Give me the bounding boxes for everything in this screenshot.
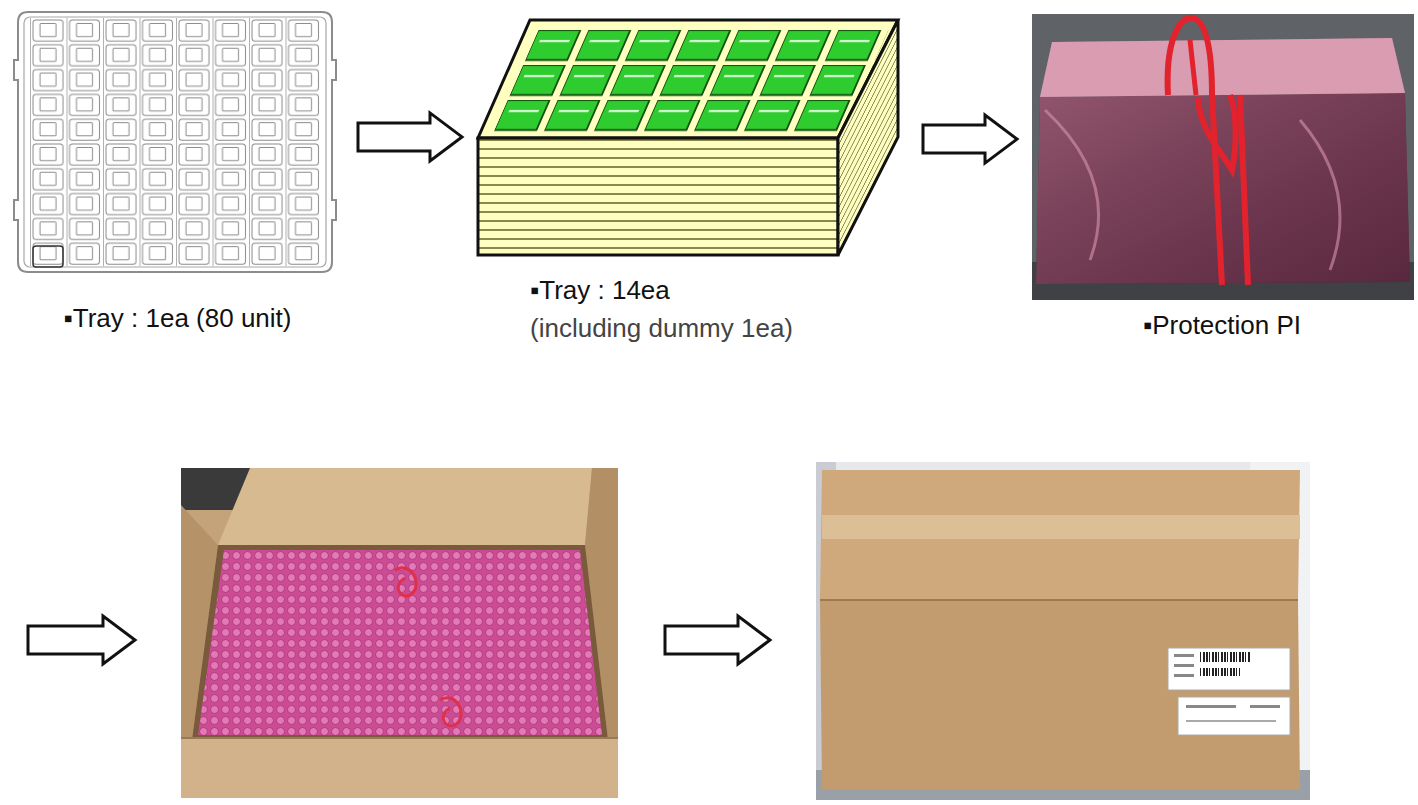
- stage-note: (including dummy 1ea): [530, 313, 905, 343]
- bag-photo: [1032, 14, 1414, 300]
- flow-arrow: [923, 115, 1017, 163]
- open-carton-photo: [181, 468, 618, 798]
- flow-arrow: [665, 616, 770, 664]
- tray-drawing: [14, 12, 336, 272]
- closed-carton-photo: [816, 462, 1310, 800]
- arrow-shape: [923, 115, 1017, 163]
- stage-caption: ▪Tray : 1ea (80 unit): [15, 303, 340, 333]
- stage-box: ▪Tray : 14ea (including dummy 1ea): [475, 15, 905, 343]
- stage-caption: ▪Protection PI: [1030, 310, 1414, 340]
- flow-arrow: [28, 616, 135, 664]
- arrow-shape: [358, 113, 462, 161]
- stage-box: ▪Tray : 1ea (80 unit): [15, 10, 340, 333]
- tray-stack: [478, 20, 898, 255]
- stage-caption: ▪Tray : 14ea: [530, 275, 905, 305]
- flow-arrow: [358, 113, 462, 161]
- stage-box: ▪Protection PI: [1030, 12, 1414, 340]
